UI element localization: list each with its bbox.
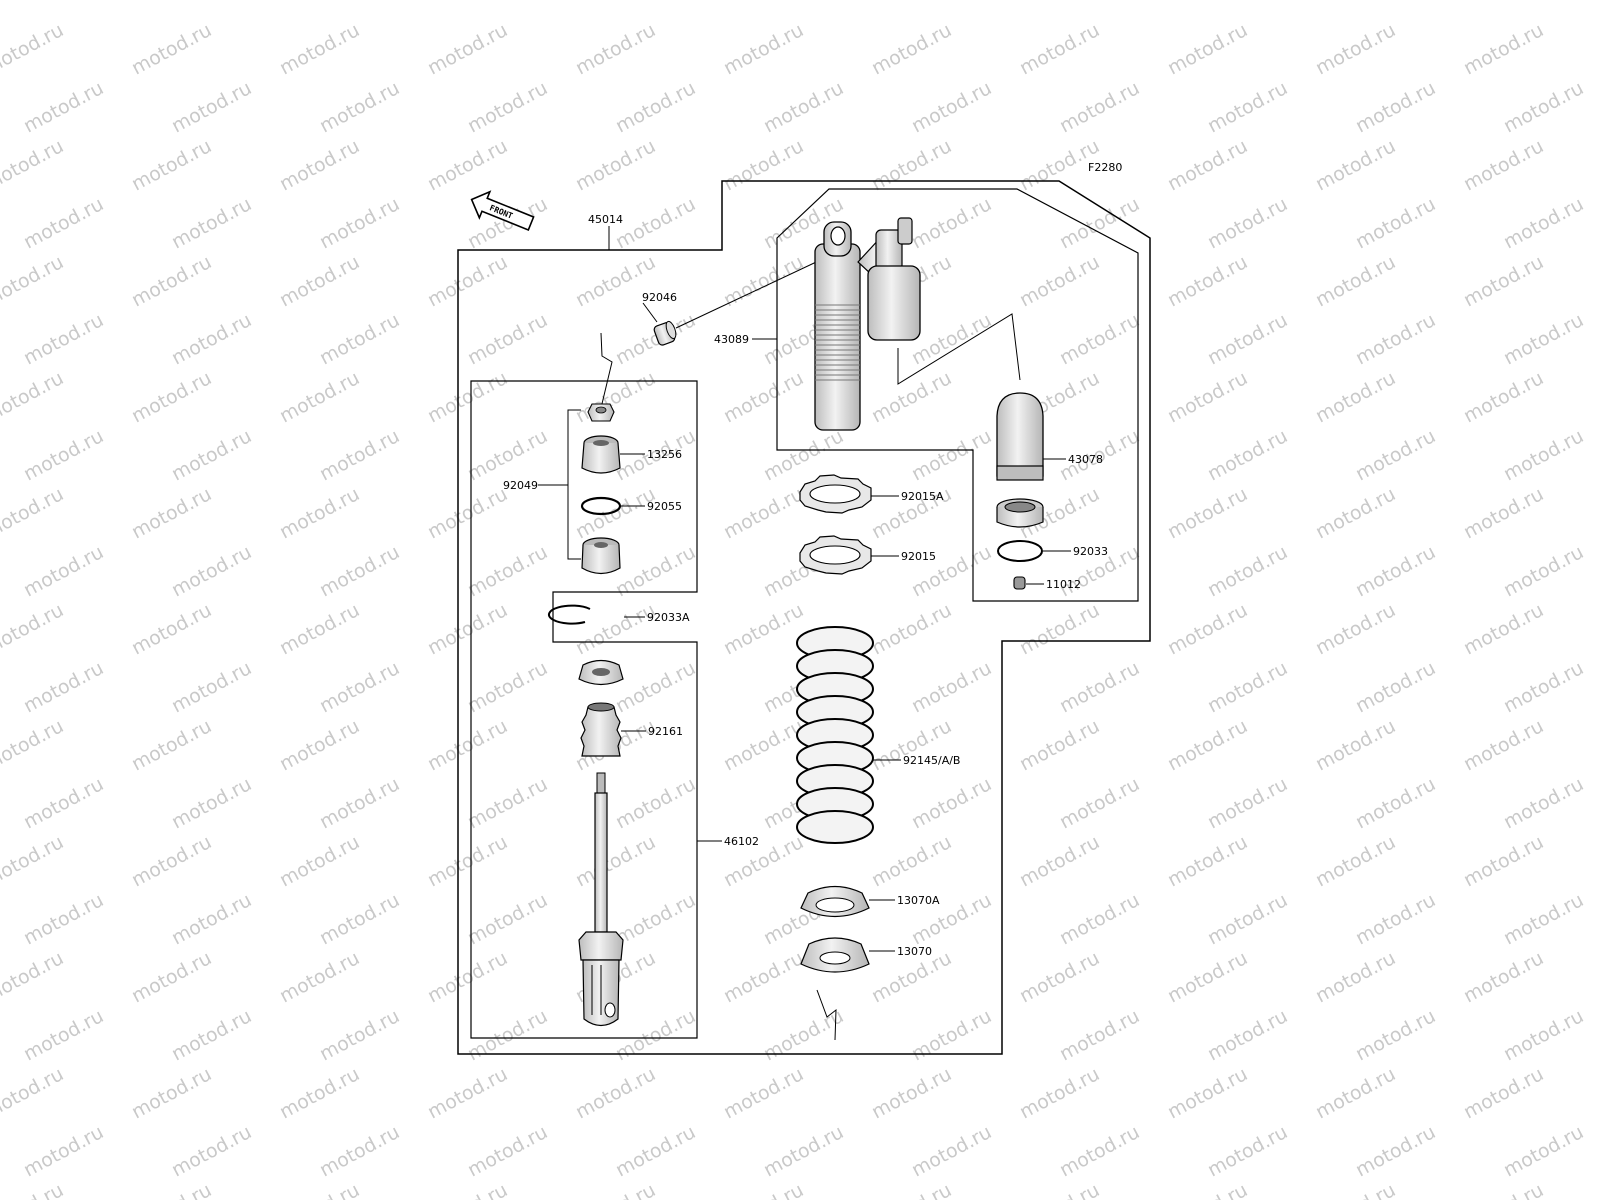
label-13070A: 13070A [897,894,940,907]
label-92015A: 92015A [901,490,944,503]
part-43078-reservoir [996,392,1066,481]
label-43078: 43078 [1068,453,1103,466]
assembly-outline-45014 [457,180,1151,1055]
part-46102-piston-rod [578,772,722,1027]
label-92145AB: 92145/A/B [903,754,960,767]
part-top-nut [587,403,615,422]
part-lower-cap [581,537,621,575]
label-11012: 11012 [1046,578,1081,591]
label-92161: 92161 [648,725,683,738]
part-92145AB-spring [796,626,901,844]
break-mark-bottom [816,989,837,1041]
part-seal-cap [578,659,624,686]
label-92033: 92033 [1073,545,1108,558]
label-13256: 13256 [647,448,682,461]
part-43089-shock-body [752,217,921,431]
part-92161-bump-stop [580,702,646,757]
label-92049: 92049 [503,479,538,492]
assembly-outline-46102 [470,380,698,1039]
label-45014: 45014 [588,213,623,226]
part-11012-valve [1013,576,1044,590]
front-arrow-icon: FRONT [470,190,535,232]
part-92055-oring [580,496,645,516]
part-92033A-circlip [548,604,645,625]
label-46102: 46102 [724,835,759,848]
label-92055: 92055 [647,500,682,513]
diagram-code: F2280 [1088,161,1122,174]
assembly-outline-43089 [776,188,1139,602]
label-92046: 92046 [642,291,677,304]
part-92015A-lock-nut [799,474,899,514]
part-reservoir-cap [996,498,1044,528]
part-13070A-spring-seat [800,885,895,917]
part-92033-oring [997,540,1071,562]
label-43089: 43089 [714,333,749,346]
label-92033A: 92033A [647,611,690,624]
part-13070-spring-seat [800,937,895,973]
label-92015: 92015 [901,550,936,563]
break-mark-top [600,332,613,409]
label-13070: 13070 [897,945,932,958]
part-92046-bearing [642,255,830,346]
part-13256-cap [581,435,645,474]
part-92015-lock-nut [799,535,899,575]
